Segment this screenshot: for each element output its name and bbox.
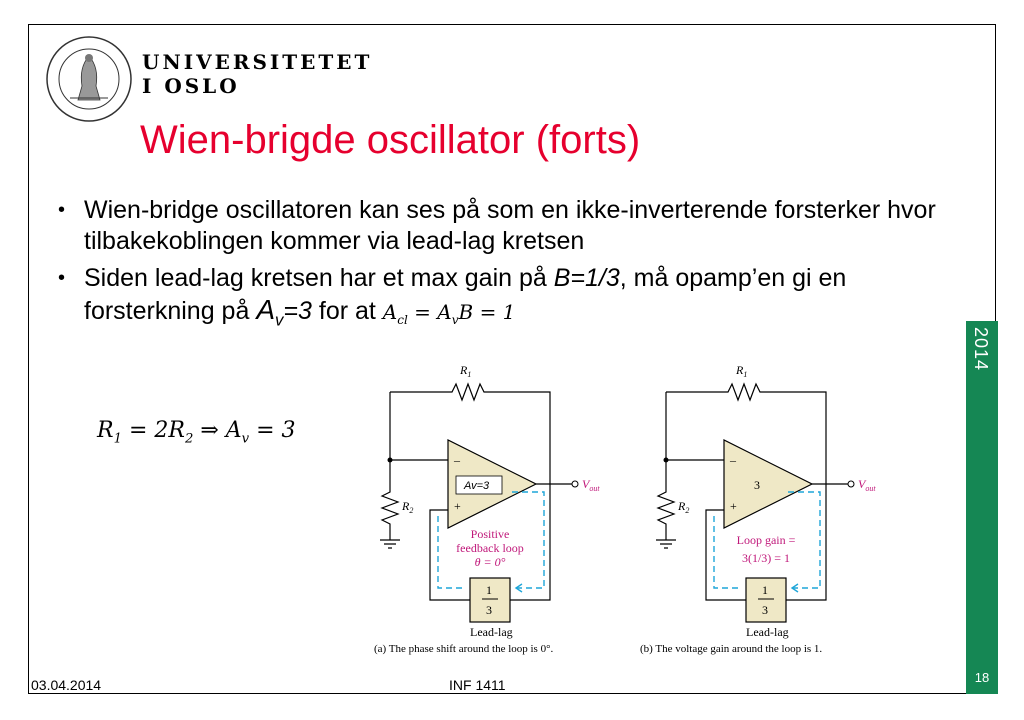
- bullet-text-cont: , må opamp’en gi en forsterkning på: [84, 264, 847, 325]
- left-feedback-loop: [437, 491, 545, 589]
- svg-text:1: 1: [486, 583, 492, 597]
- university-name: UNIVERSITETET I OSLO: [142, 50, 372, 98]
- bullet-item: • Siden lead-lag kretsen har et max gain…: [58, 263, 958, 336]
- left-leadlag-box: [469, 577, 511, 623]
- resistor-ratio-equation: R1 = 2R2 ⇒ Av = 3: [97, 418, 296, 447]
- left-r2-resistor: [380, 460, 400, 540]
- bullet-dot-icon: •: [58, 267, 66, 289]
- svg-text:Loop gain =: Loop gain =: [737, 533, 796, 547]
- bullet-list: • Wien-bridge oscillatoren kan ses på so…: [58, 195, 958, 342]
- svg-text:feedback loop: feedback loop: [456, 541, 524, 555]
- svg-text:θ = 0°: θ = 0°: [475, 555, 506, 569]
- university-seal-icon: [46, 36, 132, 122]
- right-leadlag-box: [745, 577, 787, 623]
- left-vout-label: Vout: [582, 477, 600, 493]
- right-minus-label: –: [729, 453, 737, 467]
- bullet-text: Wien-bridge oscillatoren kan ses på som …: [84, 196, 936, 255]
- bullet-dot-icon: •: [58, 199, 66, 221]
- left-gain-label: Av=3: [463, 480, 490, 492]
- page-number: 18: [966, 665, 998, 694]
- circuit-left: R1 R2 – + Av=3 Vout 1 3 Lead-lag Positiv…: [374, 363, 600, 655]
- svg-text:3: 3: [486, 603, 492, 617]
- bullet-b-value: B=1/3: [553, 264, 620, 292]
- right-r2-resistor: [656, 460, 676, 540]
- bullet-text: Siden lead-lag kretsen har et max gain p…: [84, 264, 554, 292]
- footer-date: 03.04.2014: [31, 677, 102, 693]
- left-r1-resistor: [390, 382, 551, 484]
- right-gain-label: 3: [754, 478, 760, 492]
- bullet-item: • Wien-bridge oscillatoren kan ses på so…: [58, 195, 958, 257]
- right-leadlag-label: Lead-lag: [746, 625, 789, 639]
- svg-text:1: 1: [762, 583, 768, 597]
- left-r2-label: R2: [401, 499, 413, 515]
- left-minus-label: –: [453, 453, 461, 467]
- right-plus-label: +: [730, 499, 737, 513]
- bullet-text-end: for at: [311, 297, 383, 325]
- right-ground-icon: [656, 539, 676, 549]
- left-r1-label: R1: [459, 363, 471, 379]
- circuit-right: R1 R2 – + 3 Vout 1 3 Lead-lag Loop gain …: [640, 363, 876, 655]
- svg-text:3: 3: [762, 603, 768, 617]
- right-caption: (b) The voltage gain around the loop is …: [640, 643, 822, 655]
- svg-text:Positive: Positive: [471, 527, 510, 541]
- right-r1-label: R1: [735, 363, 747, 379]
- right-r1-resistor: [666, 382, 827, 484]
- right-feedback-loop: [713, 491, 821, 589]
- bullet-av-symbol: Av: [256, 294, 284, 330]
- footer-course: INF 1411: [449, 677, 506, 693]
- slide-title: Wien-brigde oscillator (forts): [140, 118, 641, 162]
- bullet-av-value: =3: [283, 297, 312, 325]
- closed-loop-equation: Acl = AvB = 1: [382, 300, 516, 327]
- left-leadlag-label: Lead-lag: [470, 625, 513, 639]
- right-r2-label: R2: [677, 499, 689, 515]
- left-plus-label: +: [454, 499, 461, 513]
- sidebar-year: 2014: [971, 327, 991, 372]
- university-line-2: I OSLO: [142, 74, 240, 98]
- right-vout-label: Vout: [858, 477, 876, 493]
- university-line-1: UNIVERSITETET: [142, 50, 373, 74]
- year-sidebar: 2014: [966, 321, 998, 667]
- svg-text:3(1/3) = 1: 3(1/3) = 1: [742, 551, 790, 565]
- right-opamp: [723, 439, 814, 529]
- left-ground-icon: [380, 539, 400, 549]
- wien-bridge-figure: R1 R2 – + Av=3 Vout 1 3 Lead-lag Positiv…: [374, 363, 876, 655]
- left-caption: (a) The phase shift around the loop is 0…: [374, 643, 553, 655]
